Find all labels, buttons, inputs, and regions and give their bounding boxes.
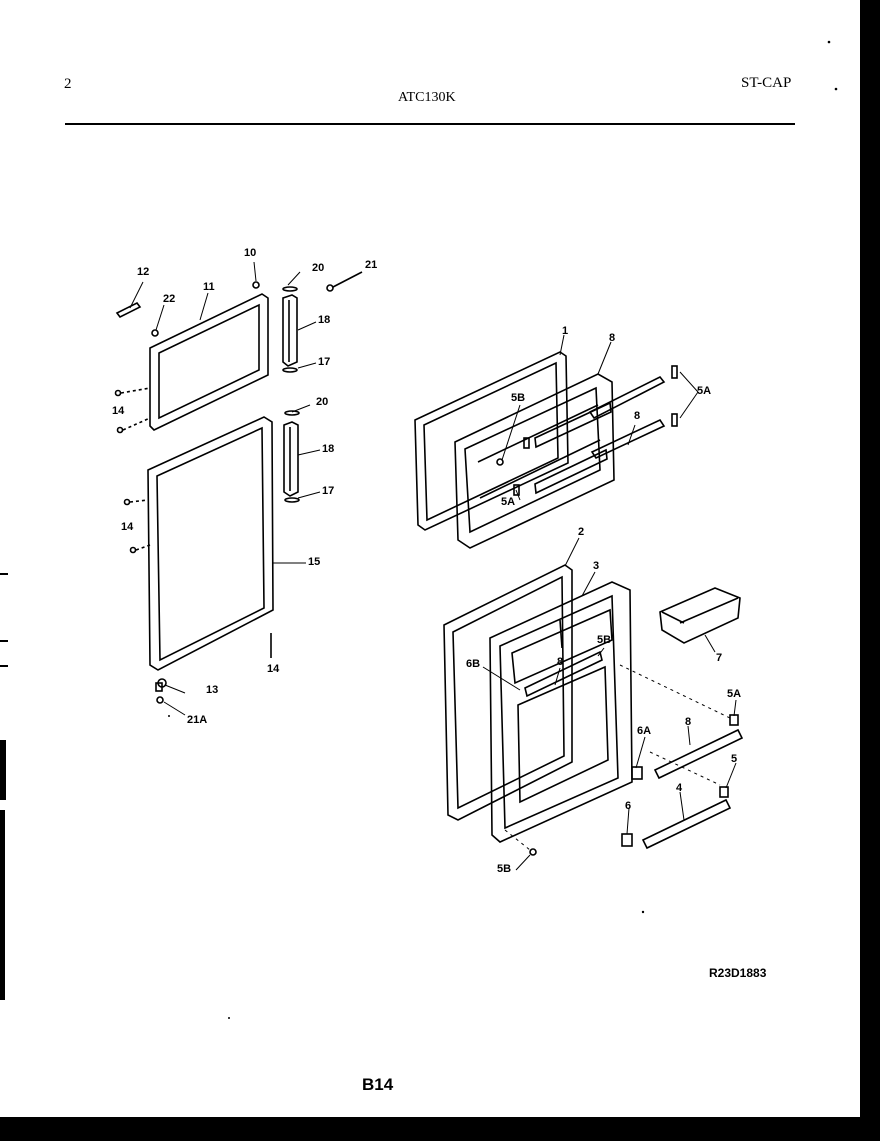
drawing-reference: R23D1883: [709, 966, 767, 980]
callout-18: 18: [322, 443, 335, 455]
screws-14-lower: [123, 498, 151, 554]
callout-8: 8: [609, 332, 616, 344]
header-rule: [65, 123, 795, 125]
callout-20: 20: [312, 262, 325, 274]
scan-border-bottom: [0, 1117, 880, 1141]
page-code: B14: [362, 1075, 394, 1094]
callout-14: 14: [267, 663, 280, 675]
callout-17: 17: [322, 485, 335, 497]
edge-mark: [0, 640, 8, 642]
screw-5B: [529, 848, 537, 856]
leader-lines: [129, 261, 737, 871]
dairy-compartment: [659, 587, 741, 644]
callout-1: 1: [562, 325, 569, 337]
callout-3: 3: [593, 560, 600, 572]
callout-20: 20: [316, 396, 329, 408]
screw-part: [151, 329, 159, 337]
freezer-gasket-1: [414, 351, 569, 531]
callout-4: 4: [676, 782, 683, 794]
plug-part: [252, 281, 260, 289]
fresh-food-door-gasket: [147, 416, 274, 671]
callout-5A: 5A: [727, 688, 742, 700]
callout-5: 5: [731, 753, 738, 765]
callout-21A: 21A: [187, 714, 208, 726]
edge-mark: [0, 740, 6, 800]
callout-2: 2: [578, 526, 585, 538]
shelf-end-caps-upper: [496, 365, 678, 496]
edge-mark: [0, 573, 8, 575]
section-code: ST-CAP: [741, 75, 792, 91]
freezer-door-gasket: [149, 293, 269, 431]
scan-border-right: [860, 0, 880, 1141]
callout-14: 14: [121, 521, 134, 533]
callout-5A: 5A: [501, 496, 516, 508]
callout-5A: 5A: [697, 385, 712, 397]
screw-21: [326, 271, 363, 292]
callout-8: 8: [557, 656, 564, 668]
freezer-handle: [282, 286, 298, 373]
callout-14: 14: [112, 405, 125, 417]
screws-14-upper: [114, 387, 151, 434]
door-shelf-rail-lower: [621, 786, 732, 850]
callout-15: 15: [308, 556, 321, 568]
callout-21: 21: [365, 259, 378, 271]
callout-6: 6: [625, 800, 632, 812]
callout-8: 8: [634, 410, 641, 422]
page-number: 2: [64, 76, 72, 92]
callout-6B: 6B: [466, 658, 481, 670]
callout-8: 8: [685, 716, 692, 728]
edge-mark: [0, 810, 5, 1000]
callout-10: 10: [244, 247, 257, 259]
callout-13: 13: [206, 684, 219, 696]
fresh-food-door-liner: [489, 581, 633, 843]
scan-specks: [168, 40, 838, 1019]
callout-22: 22: [163, 293, 176, 305]
edge-mark: [0, 665, 8, 667]
fresh-food-gasket-2: [443, 564, 573, 821]
callout-11: 11: [203, 281, 215, 293]
model-number: ATC130K: [398, 90, 456, 105]
hinge-parts: [155, 678, 167, 704]
callout-7: 7: [716, 652, 723, 664]
callout-5B: 5B: [511, 392, 526, 404]
handle-trim-part: [115, 301, 142, 319]
callout-5B: 5B: [597, 634, 612, 646]
fresh-food-handle: [283, 410, 300, 503]
callout-6A: 6A: [637, 725, 652, 737]
callout-5B: 5B: [497, 863, 512, 875]
alignment-lines: [504, 664, 731, 851]
callout-12: 12: [137, 266, 150, 278]
freezer-shelf-bars: [588, 375, 666, 460]
callout-17: 17: [318, 356, 331, 368]
callout-18: 18: [318, 314, 331, 326]
